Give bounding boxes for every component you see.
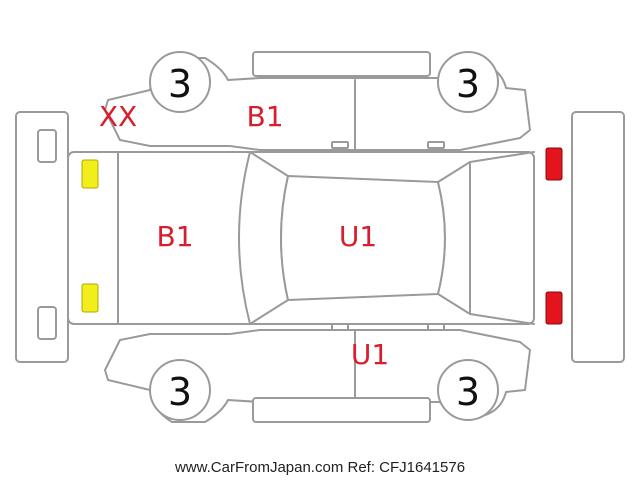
tire-front-right: 3	[149, 359, 211, 421]
front-bumper	[15, 111, 69, 363]
tire-front-left-rating: 3	[168, 62, 192, 106]
damage-code-corner: XX	[99, 100, 137, 133]
damage-code-front-door-top: B1	[246, 100, 283, 133]
rear-light-bottom-icon	[545, 291, 563, 325]
body-top-view	[67, 151, 535, 325]
front-light-top-icon	[81, 159, 99, 189]
tire-rear-left: 3	[437, 51, 499, 113]
damage-code-roof: U1	[339, 220, 377, 253]
side-skirt-top	[252, 51, 431, 77]
tire-front-right-rating: 3	[168, 370, 192, 414]
reference-footer: www.CarFromJapan.com Ref: CFJ1641576	[174, 459, 465, 476]
tire-rear-left-rating: 3	[456, 62, 480, 106]
tire-rear-right: 3	[437, 359, 499, 421]
front-light-bottom-icon	[81, 283, 99, 313]
damage-code-hood: B1	[156, 220, 193, 253]
side-skirt-bottom	[252, 397, 431, 423]
tire-rear-right-rating: 3	[456, 370, 480, 414]
rear-light-top-icon	[545, 147, 563, 181]
rear-bumper	[571, 111, 625, 363]
damage-code-front-door-bottom: U1	[351, 338, 389, 371]
tire-front-left: 3	[149, 51, 211, 113]
